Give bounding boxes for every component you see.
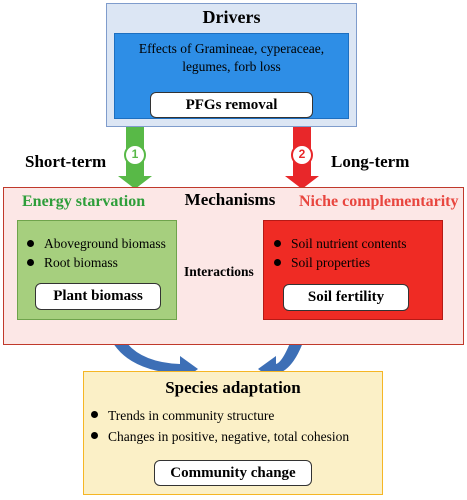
niche-bullet-item: Soil nutrient contents bbox=[271, 234, 407, 253]
long-term-step-number: 2 bbox=[298, 147, 306, 161]
energy-bullet-list: Aboveground biomass Root biomass bbox=[24, 234, 166, 272]
species-bullet-item: Changes in positive, negative, total coh… bbox=[88, 426, 349, 447]
curved-arrow-left bbox=[106, 327, 198, 382]
mechanisms-title: Mechanisms bbox=[184, 190, 276, 209]
community-change-label: Community change bbox=[154, 460, 312, 486]
short-term-label: Short-term bbox=[25, 152, 107, 171]
energy-bullet-item: Root biomass bbox=[24, 253, 166, 272]
pfg-removal-label: PFGs removal bbox=[150, 92, 313, 118]
short-term-step-number: 1 bbox=[131, 147, 139, 161]
interactions-label: Interactions bbox=[184, 264, 254, 279]
short-term-arrow bbox=[118, 127, 152, 189]
soil-fertility-label: Soil fertility bbox=[283, 284, 409, 311]
species-bullet-item: Trends in community structure bbox=[88, 405, 349, 426]
plant-biomass-label: Plant biomass bbox=[35, 283, 161, 310]
long-term-arrow bbox=[285, 127, 319, 189]
niche-bullet-list: Soil nutrient contents Soil properties bbox=[271, 234, 407, 272]
niche-bullet-item: Soil properties bbox=[271, 253, 407, 272]
species-bullet-list: Trends in community structure Changes in… bbox=[88, 405, 349, 447]
species-adaptation-title: Species adaptation bbox=[165, 378, 301, 397]
drivers-title: Drivers bbox=[202, 7, 261, 27]
niche-complementarity-heading: Niche complementarity bbox=[299, 193, 459, 210]
energy-starvation-heading: Energy starvation bbox=[22, 193, 146, 210]
drivers-effects-line2: legumes, forb loss bbox=[182, 59, 281, 74]
long-term-label: Long-term bbox=[331, 152, 410, 171]
energy-bullet-item: Aboveground biomass bbox=[24, 234, 166, 253]
drivers-effects-text: Effects of Gramineae, cyperaceae, legume… bbox=[114, 40, 349, 76]
drivers-effects-line1: Effects of Gramineae, cyperaceae, bbox=[138, 41, 325, 56]
